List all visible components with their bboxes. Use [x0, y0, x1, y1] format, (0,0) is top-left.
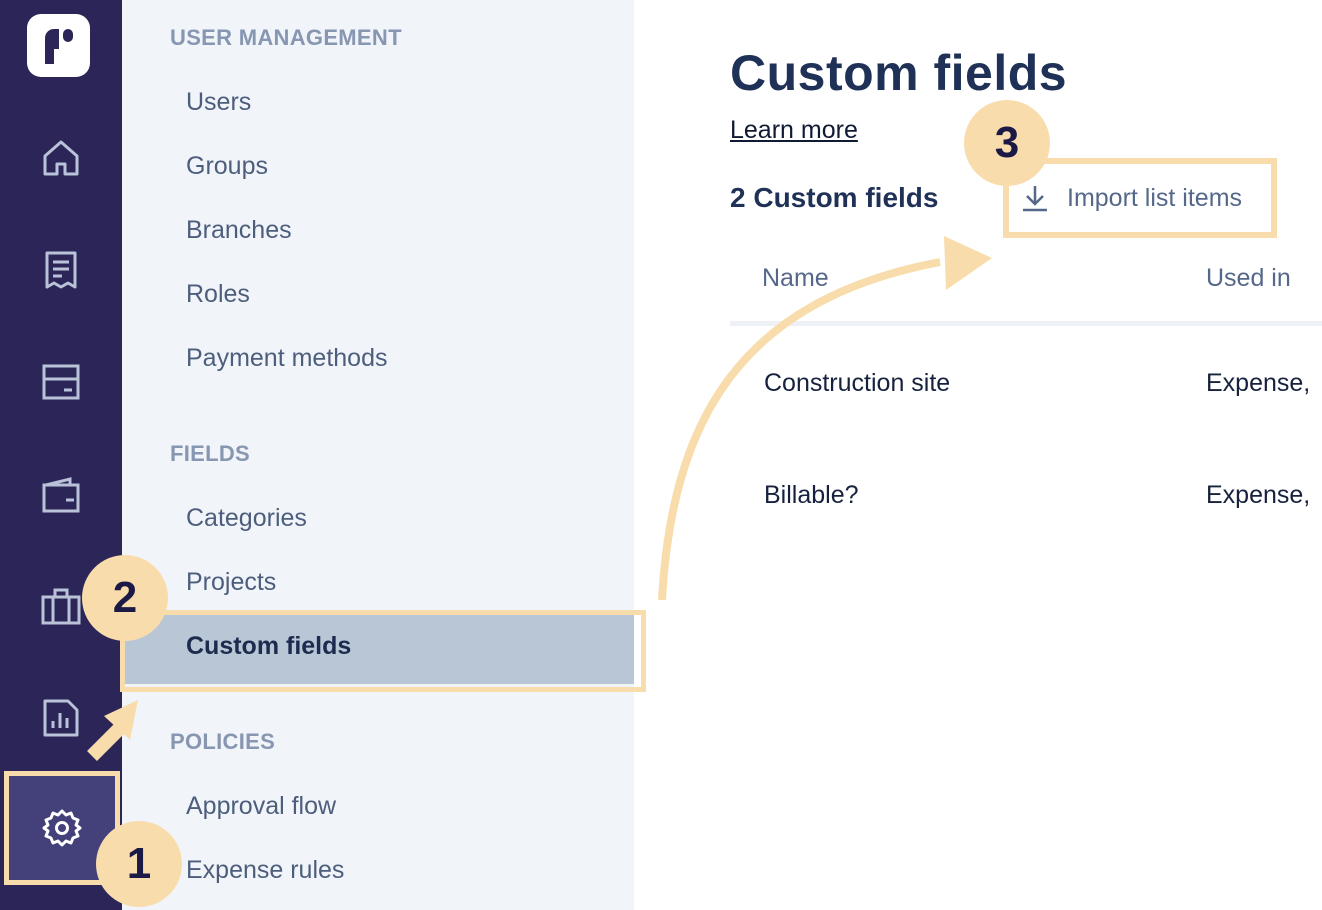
- learn-more-link[interactable]: Learn more: [730, 116, 858, 144]
- gear-icon: [42, 809, 82, 847]
- step-badge-1: 1: [96, 821, 182, 907]
- sidebar-item-categories[interactable]: Categories: [186, 504, 307, 532]
- sidebar-item-label: Custom fields: [186, 632, 352, 660]
- settings-sidebar: USER MANAGEMENT Users Groups Branches Ro…: [122, 0, 634, 910]
- rail-cards[interactable]: [0, 342, 122, 422]
- logo-icon: [45, 29, 73, 64]
- import-list-items-button[interactable]: Import list items: [1003, 158, 1277, 238]
- column-header-name[interactable]: Name: [762, 264, 829, 292]
- table-row-name[interactable]: Billable?: [764, 481, 859, 509]
- sidebar-item-groups[interactable]: Groups: [186, 152, 268, 180]
- table-row-name[interactable]: Construction site: [764, 369, 951, 397]
- app-logo[interactable]: [27, 14, 90, 77]
- custom-fields-count: 2 Custom fields: [730, 182, 939, 213]
- sidebar-item-approval-flow[interactable]: Approval flow: [186, 792, 337, 820]
- rail-reports[interactable]: [0, 678, 122, 758]
- briefcase-icon: [41, 588, 81, 625]
- rail-wallet[interactable]: [0, 454, 122, 534]
- rail-trips[interactable]: [0, 566, 122, 646]
- wallet-icon: [42, 477, 80, 513]
- table-row-used-in: Expense,: [1206, 369, 1311, 397]
- section-heading-policies: POLICIES: [170, 729, 276, 754]
- sidebar-item-projects[interactable]: Projects: [186, 568, 277, 596]
- card-icon: [42, 364, 80, 400]
- column-header-used-in[interactable]: Used in: [1206, 264, 1291, 292]
- sidebar-item-custom-fields[interactable]: Custom fields: [122, 612, 634, 684]
- step-badge-3: 3: [964, 100, 1050, 186]
- rail-home[interactable]: [0, 118, 122, 198]
- report-icon: [43, 699, 79, 737]
- import-list-items-label: Import list items: [1067, 183, 1243, 212]
- section-heading-fields: FIELDS: [170, 441, 251, 466]
- receipt-icon: [45, 251, 77, 289]
- sidebar-item-users[interactable]: Users: [186, 88, 252, 116]
- sidebar-item-payment-methods[interactable]: Payment methods: [186, 344, 388, 372]
- sidebar-item-roles[interactable]: Roles: [186, 280, 250, 308]
- sidebar-item-expense-rules[interactable]: Expense rules: [186, 856, 345, 884]
- rail-receipts[interactable]: [0, 230, 122, 310]
- table-divider: [730, 321, 1322, 326]
- page-title: Custom fields: [730, 45, 1068, 101]
- section-heading-user-management: USER MANAGEMENT: [170, 25, 402, 50]
- table-row-used-in: Expense,: [1206, 481, 1311, 509]
- download-icon: [1023, 186, 1047, 212]
- sidebar-item-branches[interactable]: Branches: [186, 216, 292, 244]
- step-badge-2: 2: [82, 555, 168, 641]
- home-icon: [43, 140, 79, 176]
- app-rail: [0, 0, 122, 910]
